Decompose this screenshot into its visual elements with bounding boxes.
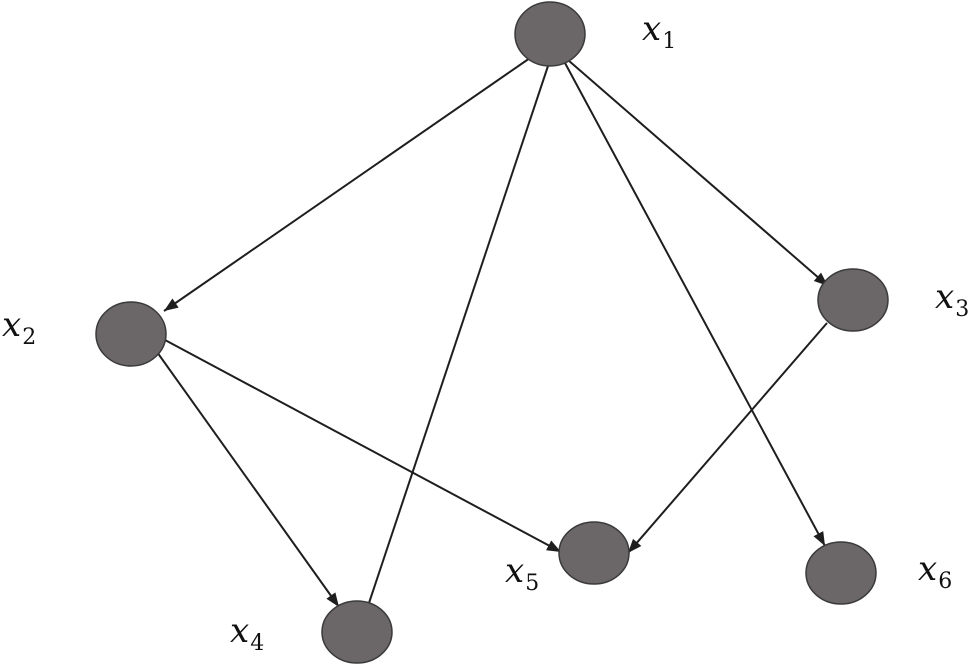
node-label-x1: x1 — [642, 9, 676, 54]
edges-layer — [156, 57, 829, 608]
node-label-x6-subscript: 6 — [938, 569, 952, 594]
edge-x2-x5 — [164, 339, 562, 553]
node-label-x6: x6 — [918, 549, 952, 594]
edge-x3-x5 — [627, 322, 828, 554]
arrowhead-x2-x4 — [326, 592, 339, 607]
node-label-x5-base: x — [505, 551, 524, 591]
nodes-layer — [95, 1, 889, 664]
node-label-x4: x4 — [230, 611, 264, 656]
node-label-x3-subscript: 3 — [955, 297, 969, 322]
node-label-x4-base: x — [230, 611, 249, 651]
node-label-x2-base: x — [2, 305, 21, 345]
node-x4 — [321, 600, 393, 664]
node-x1 — [514, 1, 586, 67]
node-label-x2: x2 — [2, 305, 36, 350]
arrowhead-x3-x5 — [628, 538, 642, 553]
node-label-x5: x5 — [505, 551, 539, 596]
node-label-x6-base: x — [918, 549, 937, 589]
node-x5 — [558, 521, 630, 585]
edge-x1-x2 — [163, 57, 531, 312]
node-label-x3: x3 — [935, 277, 969, 322]
node-label-x1-subscript: 1 — [662, 29, 676, 54]
edge-x2-x4 — [156, 351, 340, 608]
node-label-x1-base: x — [642, 9, 661, 49]
node-label-x5-subscript: 5 — [525, 571, 539, 596]
edge-x1-x4 — [368, 65, 549, 604]
arrowhead-x2-x5 — [546, 540, 561, 552]
edge-x1-x3 — [567, 59, 829, 287]
node-label-x2-subscript: 2 — [22, 325, 36, 350]
node-x3 — [817, 268, 889, 332]
node-label-x3-base: x — [935, 277, 954, 317]
arrowhead-x1-x6 — [813, 531, 825, 546]
arrowhead-x1-x2 — [164, 298, 179, 311]
node-x6 — [805, 541, 877, 605]
edge-x1-x6 — [564, 62, 826, 547]
node-label-x4-subscript: 4 — [250, 631, 264, 656]
node-x2 — [95, 301, 167, 367]
